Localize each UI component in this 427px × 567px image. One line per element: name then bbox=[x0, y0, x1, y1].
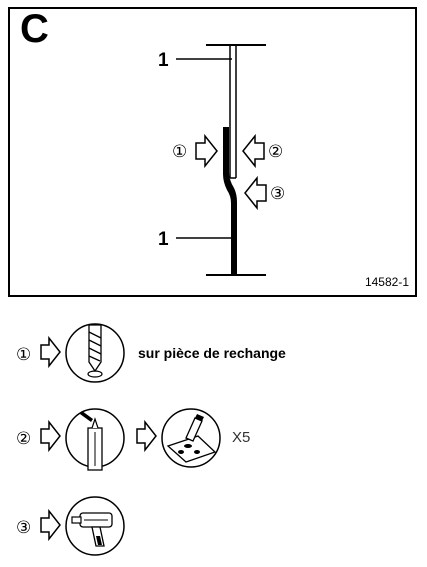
legend-step3-arrow-icon bbox=[40, 508, 61, 542]
legend-step1-number: ① bbox=[16, 345, 31, 365]
legend-step1-arrow-icon bbox=[40, 335, 61, 369]
callout-2: ② bbox=[268, 142, 283, 162]
legend-step2-arrow2-icon bbox=[136, 419, 157, 453]
welding-gun-icon bbox=[65, 496, 125, 556]
diagram-panel: C 14582-1 bbox=[8, 7, 417, 297]
callout-3: ③ bbox=[270, 184, 285, 204]
panel-letter: C bbox=[20, 7, 49, 51]
figure-code: 14582-1 bbox=[364, 275, 409, 289]
drill-bit-icon bbox=[65, 323, 125, 383]
arrow-2-icon bbox=[242, 133, 265, 169]
spot-weld-tool-icon bbox=[161, 408, 221, 468]
arrow-3-icon bbox=[244, 175, 267, 211]
legend-step2-arrow-icon bbox=[40, 419, 61, 453]
part-label-top: 1 bbox=[158, 50, 169, 71]
lower-panel-sheet bbox=[223, 127, 237, 275]
callout-1: ① bbox=[172, 142, 187, 162]
legend-step3-number: ③ bbox=[16, 518, 31, 538]
part-label-bottom: 1 bbox=[158, 229, 169, 250]
arrow-1-icon bbox=[195, 133, 218, 169]
legend-step1-text: sur pièce de rechange bbox=[138, 345, 286, 361]
legend-step2-multiplier: X5 bbox=[232, 429, 251, 446]
legend-step2-number: ② bbox=[16, 429, 31, 449]
sealant-cartridge-icon bbox=[65, 408, 125, 471]
upper-panel-sheet bbox=[229, 45, 237, 179]
